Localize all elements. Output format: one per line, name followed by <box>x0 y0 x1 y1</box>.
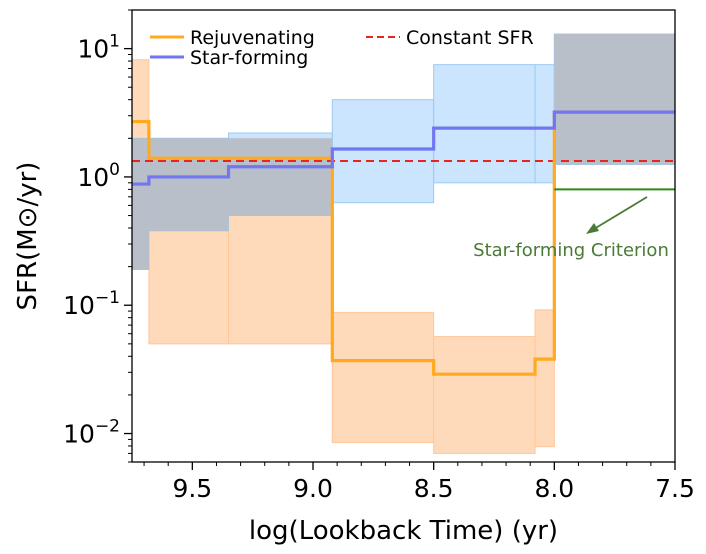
y-tick-exponent: 0 <box>109 160 120 180</box>
y-tick-exponent: 1 <box>109 32 120 52</box>
x-tick-label-1: 9.0 <box>293 474 333 503</box>
criterion-arrow-shaft <box>593 196 648 230</box>
band-overlap-1 <box>148 138 229 231</box>
y-tick-label-3: 101 <box>77 32 120 64</box>
error-bands <box>131 33 676 454</box>
y-tick-base: 10 <box>77 35 109 64</box>
band-star-forming-5 <box>534 64 555 184</box>
x-tick-label-2: 8.5 <box>414 474 454 503</box>
x-axis-label: log(Lookback Time) (yr) <box>249 516 558 546</box>
y-tick-label-0: 10−2 <box>63 417 120 449</box>
series-lines <box>132 110 675 376</box>
plot-frame <box>131 9 676 463</box>
band-overlap-0 <box>132 138 149 270</box>
y-tick-exponent: −2 <box>95 417 120 437</box>
y-tick-exponent: −1 <box>95 288 120 308</box>
x-tick-label-0: 9.5 <box>172 474 212 503</box>
y-tick-label-2: 100 <box>77 160 120 192</box>
band-rejuvenating-3 <box>331 311 435 444</box>
y-axis-label: SFR(M⊙/yr) <box>13 162 43 311</box>
y-tick-base: 10 <box>77 163 109 192</box>
y-tick-label-1: 10−1 <box>63 288 120 320</box>
legend-label-1: Star-forming <box>190 47 308 69</box>
series-line-star-forming <box>132 110 675 186</box>
series-line-rejuvenating <box>132 110 675 376</box>
band-rejuvenating-4 <box>433 336 536 454</box>
x-tick-label-3: 8.0 <box>534 474 574 503</box>
band-overlap-6 <box>554 34 675 165</box>
legend-label-2: Constant SFR <box>406 27 534 49</box>
y-tick-base: 10 <box>63 291 95 320</box>
criterion-arrow-head <box>586 223 599 234</box>
criterion-group: Star-forming Criterion <box>473 188 675 261</box>
x-tick-label-4: 7.5 <box>655 474 695 503</box>
criterion-annotation: Star-forming Criterion <box>473 240 669 261</box>
y-tick-base: 10 <box>63 420 95 449</box>
band-overlap-2 <box>228 138 333 216</box>
band-rejuvenating-5 <box>534 309 555 448</box>
legend-label-0: Rejuvenating <box>190 27 315 49</box>
band-star-forming-4 <box>433 64 536 184</box>
band-star-forming-3 <box>331 99 435 204</box>
